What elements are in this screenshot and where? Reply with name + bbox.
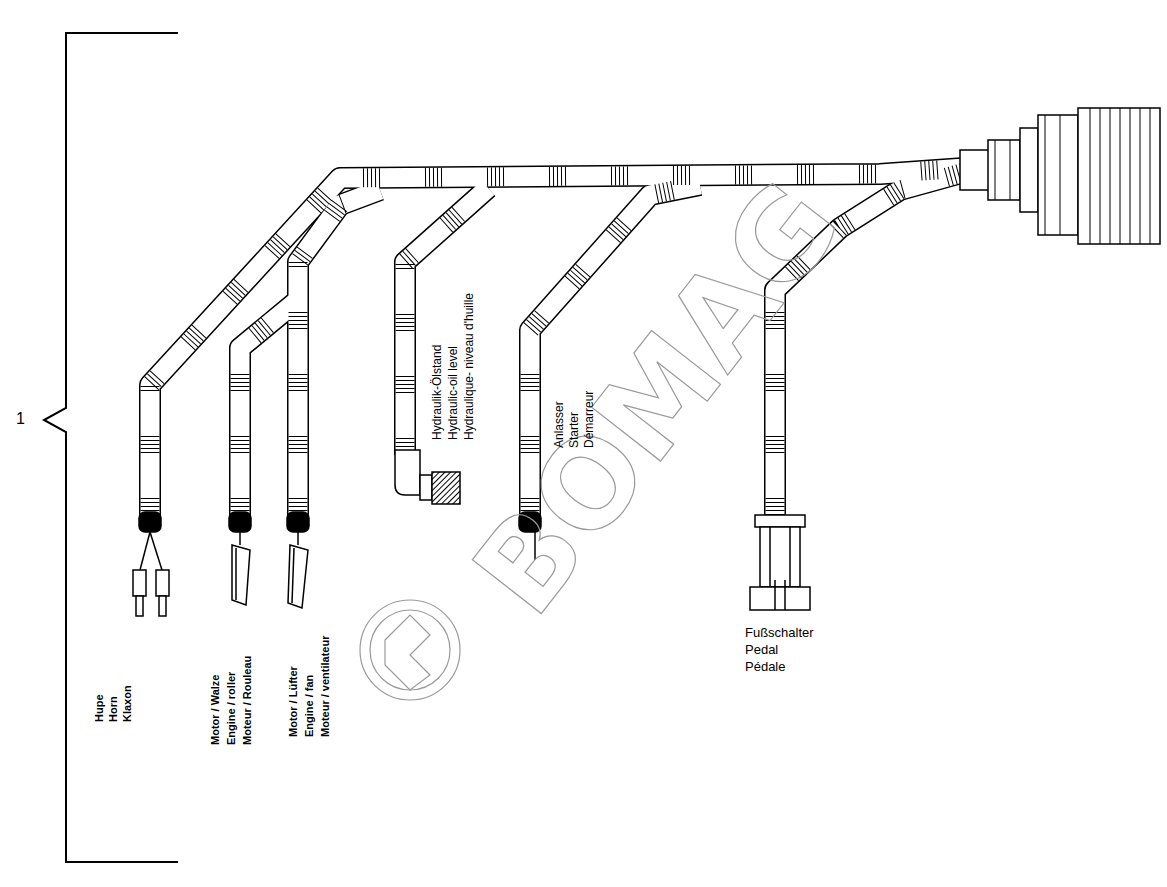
cable-fill [240, 300, 298, 515]
part-label: Motor / Walze [210, 675, 221, 745]
part-label: Hydraulic-oil level [447, 346, 459, 440]
cable-bands [240, 300, 298, 515]
cable-bands [298, 190, 380, 515]
cable-outline [298, 190, 380, 515]
part-label: Pédale [745, 660, 785, 673]
cable-bands [405, 188, 488, 455]
cable-outline [405, 188, 488, 455]
part-label: Starter [568, 412, 580, 448]
part-label: Hupe [94, 695, 105, 723]
part-label: Anlasser [553, 401, 565, 448]
part-label: Démarreur [583, 391, 595, 448]
part-label: Engine / fan [304, 675, 315, 737]
part-label: Pedal [745, 643, 778, 656]
part-label: Hydraulique- niveau d'huille [463, 293, 475, 440]
cable-fill [298, 190, 380, 515]
part-label: Klaxon [122, 685, 133, 722]
part-label: Engine / roller [226, 672, 237, 745]
cable-fill [405, 188, 488, 455]
callout-number: 1 [16, 411, 25, 427]
part-label: Motor / Lüfter [288, 666, 299, 737]
part-label: Hydraulik-Ölstand [431, 345, 443, 440]
watermark-logo [360, 600, 460, 700]
part-label: Fußschalter [745, 626, 814, 639]
part-label: Horn [108, 696, 119, 722]
part-label: Moteur / Rouleau [242, 656, 253, 745]
part-label: Moteur / ventilateur [320, 636, 331, 737]
